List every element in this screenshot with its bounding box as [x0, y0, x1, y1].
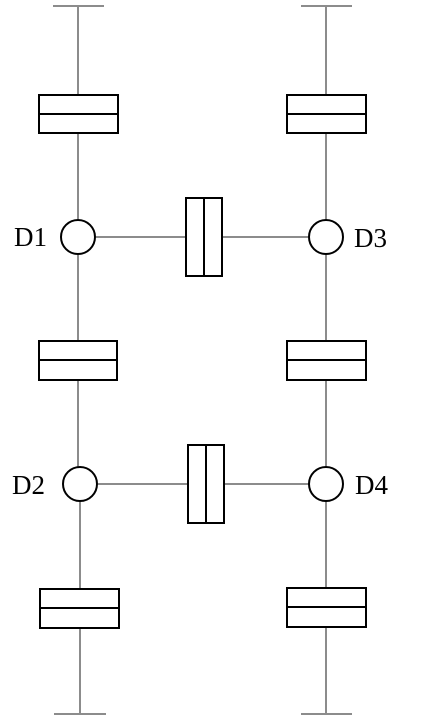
right-middle-element — [286, 340, 367, 381]
node-d4-circle — [308, 466, 344, 502]
left-top-element — [38, 94, 119, 134]
node-d1-circle — [60, 219, 96, 255]
node-d3-label: D3 — [354, 223, 387, 253]
right-top-element — [286, 94, 367, 134]
node-d2-circle — [62, 466, 98, 502]
right-bottom-element — [286, 587, 367, 628]
upper-coupling-element — [185, 197, 223, 277]
lower-coupling-element — [187, 444, 225, 524]
node-d1-label: D1 — [14, 222, 47, 252]
node-d3-circle — [308, 219, 344, 255]
left-middle-element — [38, 340, 118, 381]
left-bottom-element — [39, 588, 120, 629]
node-d4-label: D4 — [355, 470, 388, 500]
node-d2-label: D2 — [12, 470, 45, 500]
